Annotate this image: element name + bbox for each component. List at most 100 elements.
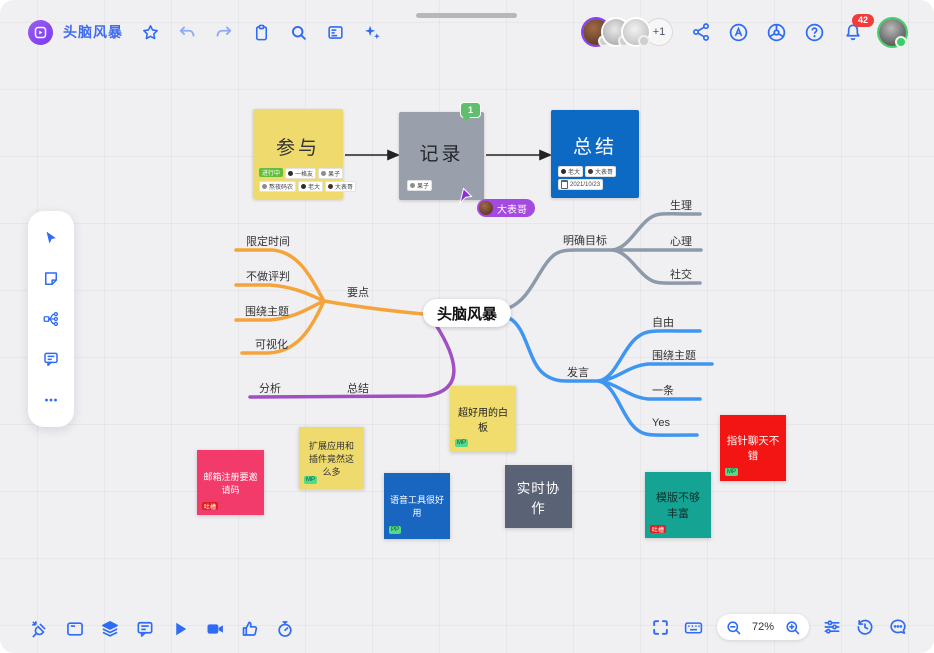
sticky-note-tool[interactable] <box>34 262 68 296</box>
favorite-star-icon[interactable] <box>140 22 160 42</box>
timer-icon[interactable] <box>275 619 295 639</box>
undo-icon[interactable] <box>177 22 197 42</box>
keyboard-shortcuts-icon[interactable] <box>683 617 704 638</box>
member-tag: 果子 <box>318 168 344 179</box>
ai-sparkles-icon[interactable] <box>362 22 382 42</box>
note-author-tag: PP <box>389 526 402 534</box>
present-play-icon[interactable] <box>170 619 190 639</box>
mindmap-subtopic[interactable]: 可视化 <box>255 339 288 351</box>
note-text: 语音工具很好用 <box>390 495 445 518</box>
remote-cursor-name-tag: 大表哥 <box>477 199 535 217</box>
mindmap-topic[interactable]: 总结 <box>347 383 369 395</box>
note-text: 实时协作 <box>516 480 561 516</box>
remote-cursor-icon <box>459 187 473 204</box>
sticky-note[interactable]: 语音工具很好用 PP <box>384 473 450 539</box>
remote-user-name: 大表哥 <box>497 204 527 216</box>
collaborator-avatar[interactable] <box>623 19 650 47</box>
select-cursor-tool[interactable] <box>34 221 68 255</box>
flow-node-record[interactable]: 记录 果子 <box>399 112 484 200</box>
zoom-level-value[interactable]: 72% <box>751 621 775 633</box>
member-tag: 老大 <box>298 181 324 192</box>
member-tag: 大表哥 <box>585 166 617 177</box>
help-icon[interactable] <box>804 22 825 43</box>
disconnect-plug-icon[interactable] <box>30 619 50 639</box>
feedback-chat-icon[interactable] <box>888 617 908 637</box>
left-tool-panel <box>28 211 74 427</box>
date-tag: 2021/10/23 <box>558 179 604 190</box>
comment-tool[interactable] <box>34 342 68 376</box>
flow-node-summary[interactable]: 总结 老大 大表哥 2021/10/23 <box>551 110 639 198</box>
sticky-note[interactable]: 邮箱注册要邀请码 吐槽 <box>197 450 264 515</box>
sticky-note[interactable]: 指针聊天不错 MP <box>720 415 786 481</box>
board-title: 头脑风暴 <box>63 24 123 40</box>
note-author-tag: 吐槽 <box>650 525 667 534</box>
shortcut-panel-icon[interactable] <box>325 22 345 42</box>
zoom-in-icon[interactable] <box>784 619 801 636</box>
mindmap-subtopic[interactable]: 社交 <box>670 269 692 281</box>
remote-user-avatar <box>479 201 493 215</box>
mindmap-subtopic[interactable]: 分析 <box>259 383 281 395</box>
mindmap-topic[interactable]: 明确目标 <box>563 235 607 247</box>
sticky-note[interactable]: 实时协作 <box>505 465 572 528</box>
apps-wheel-icon[interactable] <box>766 22 787 43</box>
mindmap-subtopic[interactable]: 自由 <box>652 317 674 329</box>
zoom-out-icon[interactable] <box>725 619 742 636</box>
mindmap-subtopic[interactable]: 不做评判 <box>246 271 290 283</box>
layers-icon[interactable] <box>100 619 120 639</box>
note-text: 超好用的白板 <box>458 408 508 434</box>
sticky-note[interactable]: 扩展应用和插件竟然这么多 MP <box>299 427 364 489</box>
member-tag: 老大 <box>558 166 584 177</box>
user-avatar[interactable] <box>879 18 907 48</box>
flow-node-label: 总结 <box>572 137 617 158</box>
note-text: 邮箱注册要邀请码 <box>203 471 258 495</box>
member-tag: 一格友 <box>285 168 317 179</box>
mindmap-subtopic[interactable]: 围绕主题 <box>652 350 696 362</box>
app-logo[interactable] <box>28 19 53 45</box>
mindmap-topic[interactable]: 发言 <box>567 367 589 379</box>
bottom-right-toolbar: 72% <box>651 614 908 640</box>
thumbs-up-icon[interactable] <box>240 619 260 639</box>
fullscreen-icon[interactable] <box>651 618 670 637</box>
comments-icon[interactable] <box>135 619 155 639</box>
canvas-settings-icon[interactable] <box>822 617 842 637</box>
panel-drag-handle[interactable] <box>416 13 517 18</box>
clipboard-icon[interactable] <box>251 22 271 42</box>
mindmap-subtopic[interactable]: Yes <box>652 417 670 429</box>
notifications-bell-icon[interactable]: 42 <box>842 13 874 43</box>
video-call-icon[interactable] <box>205 619 225 639</box>
top-toolbar: 头脑风暴 <box>28 18 382 46</box>
mindmap-center-topic[interactable]: 头脑风暴 <box>423 299 511 327</box>
flow-node-participate[interactable]: 参与 进行中 一格友 果子 熬夜码农 老大 大表哥 <box>253 109 357 199</box>
mindmap-topic[interactable]: 要点 <box>347 287 369 299</box>
flow-node-label: 记录 <box>419 144 464 165</box>
note-author-tag: MP <box>304 476 317 484</box>
share-icon[interactable] <box>690 22 711 43</box>
mindmap-subtopic[interactable]: 生理 <box>670 200 692 212</box>
mindmap-subtopic[interactable]: 一条 <box>652 385 674 397</box>
flow-node-label: 参与 <box>275 138 320 159</box>
note-text: 指针聊天不错 <box>726 435 780 462</box>
sticky-note[interactable]: 超好用的白板 MP <box>450 386 516 452</box>
search-icon[interactable] <box>288 22 308 42</box>
more-tools-icon[interactable] <box>34 383 68 417</box>
mindmap-subtopic[interactable]: 限定时间 <box>246 236 290 248</box>
sticky-note[interactable]: 模版不够丰富 吐槽 <box>645 472 711 538</box>
notification-count-badge: 42 <box>852 13 874 27</box>
mindmap-tool[interactable] <box>34 302 68 336</box>
redo-icon[interactable] <box>214 22 234 42</box>
status-tag: 进行中 <box>259 168 284 177</box>
note-text: 模版不够丰富 <box>656 492 700 520</box>
ai-assistant-icon[interactable] <box>728 22 749 43</box>
mindmap-subtopic[interactable]: 心理 <box>670 236 692 248</box>
note-author-tag: MP <box>455 439 468 447</box>
zoom-control: 72% <box>717 614 809 640</box>
frame-icon[interactable] <box>65 619 85 639</box>
mindmap-subtopic[interactable]: 围绕主题 <box>245 306 289 318</box>
member-tag: 大表哥 <box>325 181 357 192</box>
note-author-tag: 吐槽 <box>202 502 219 511</box>
top-right-toolbar: +1 42 <box>583 13 907 48</box>
history-icon[interactable] <box>855 617 875 637</box>
comment-count-badge[interactable]: 1 <box>460 102 481 118</box>
note-author-tag: MP <box>725 468 738 476</box>
